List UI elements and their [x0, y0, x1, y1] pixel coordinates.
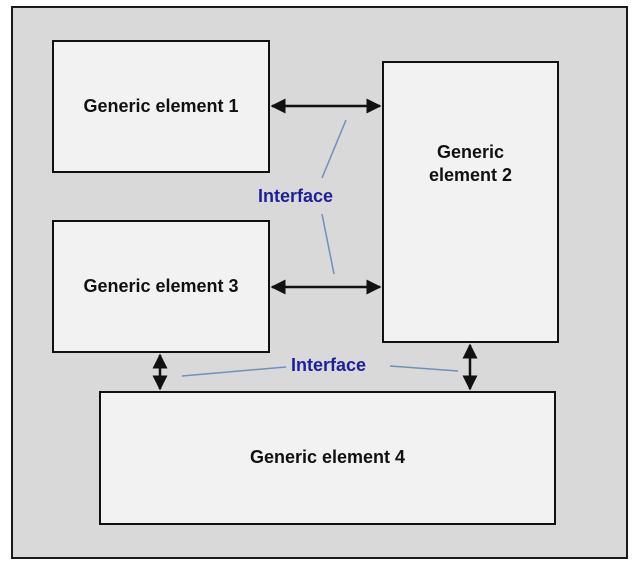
generic-element-4-box: Generic element 4 — [99, 391, 556, 525]
generic-element-2-label-line-2: element 2 — [428, 165, 513, 185]
generic-element-4-label: Generic element 4 — [249, 447, 406, 468]
generic-element-3-label: Generic element 3 — [83, 275, 239, 296]
generic-element-2-label-line-1: Generic — [436, 141, 505, 162]
interface-label-top: Interface — [258, 186, 334, 206]
interface-label-bottom: Interface — [291, 355, 367, 375]
generic-element-2-box: Generic element 2 — [382, 61, 559, 343]
generic-element-1-label: Generic element 1 — [83, 95, 239, 116]
generic-element-1-box: Generic element 1 — [52, 40, 270, 173]
generic-element-3-box: Generic element 3 — [52, 220, 270, 353]
generic-element-2-label: Generic element 2 — [429, 141, 512, 188]
